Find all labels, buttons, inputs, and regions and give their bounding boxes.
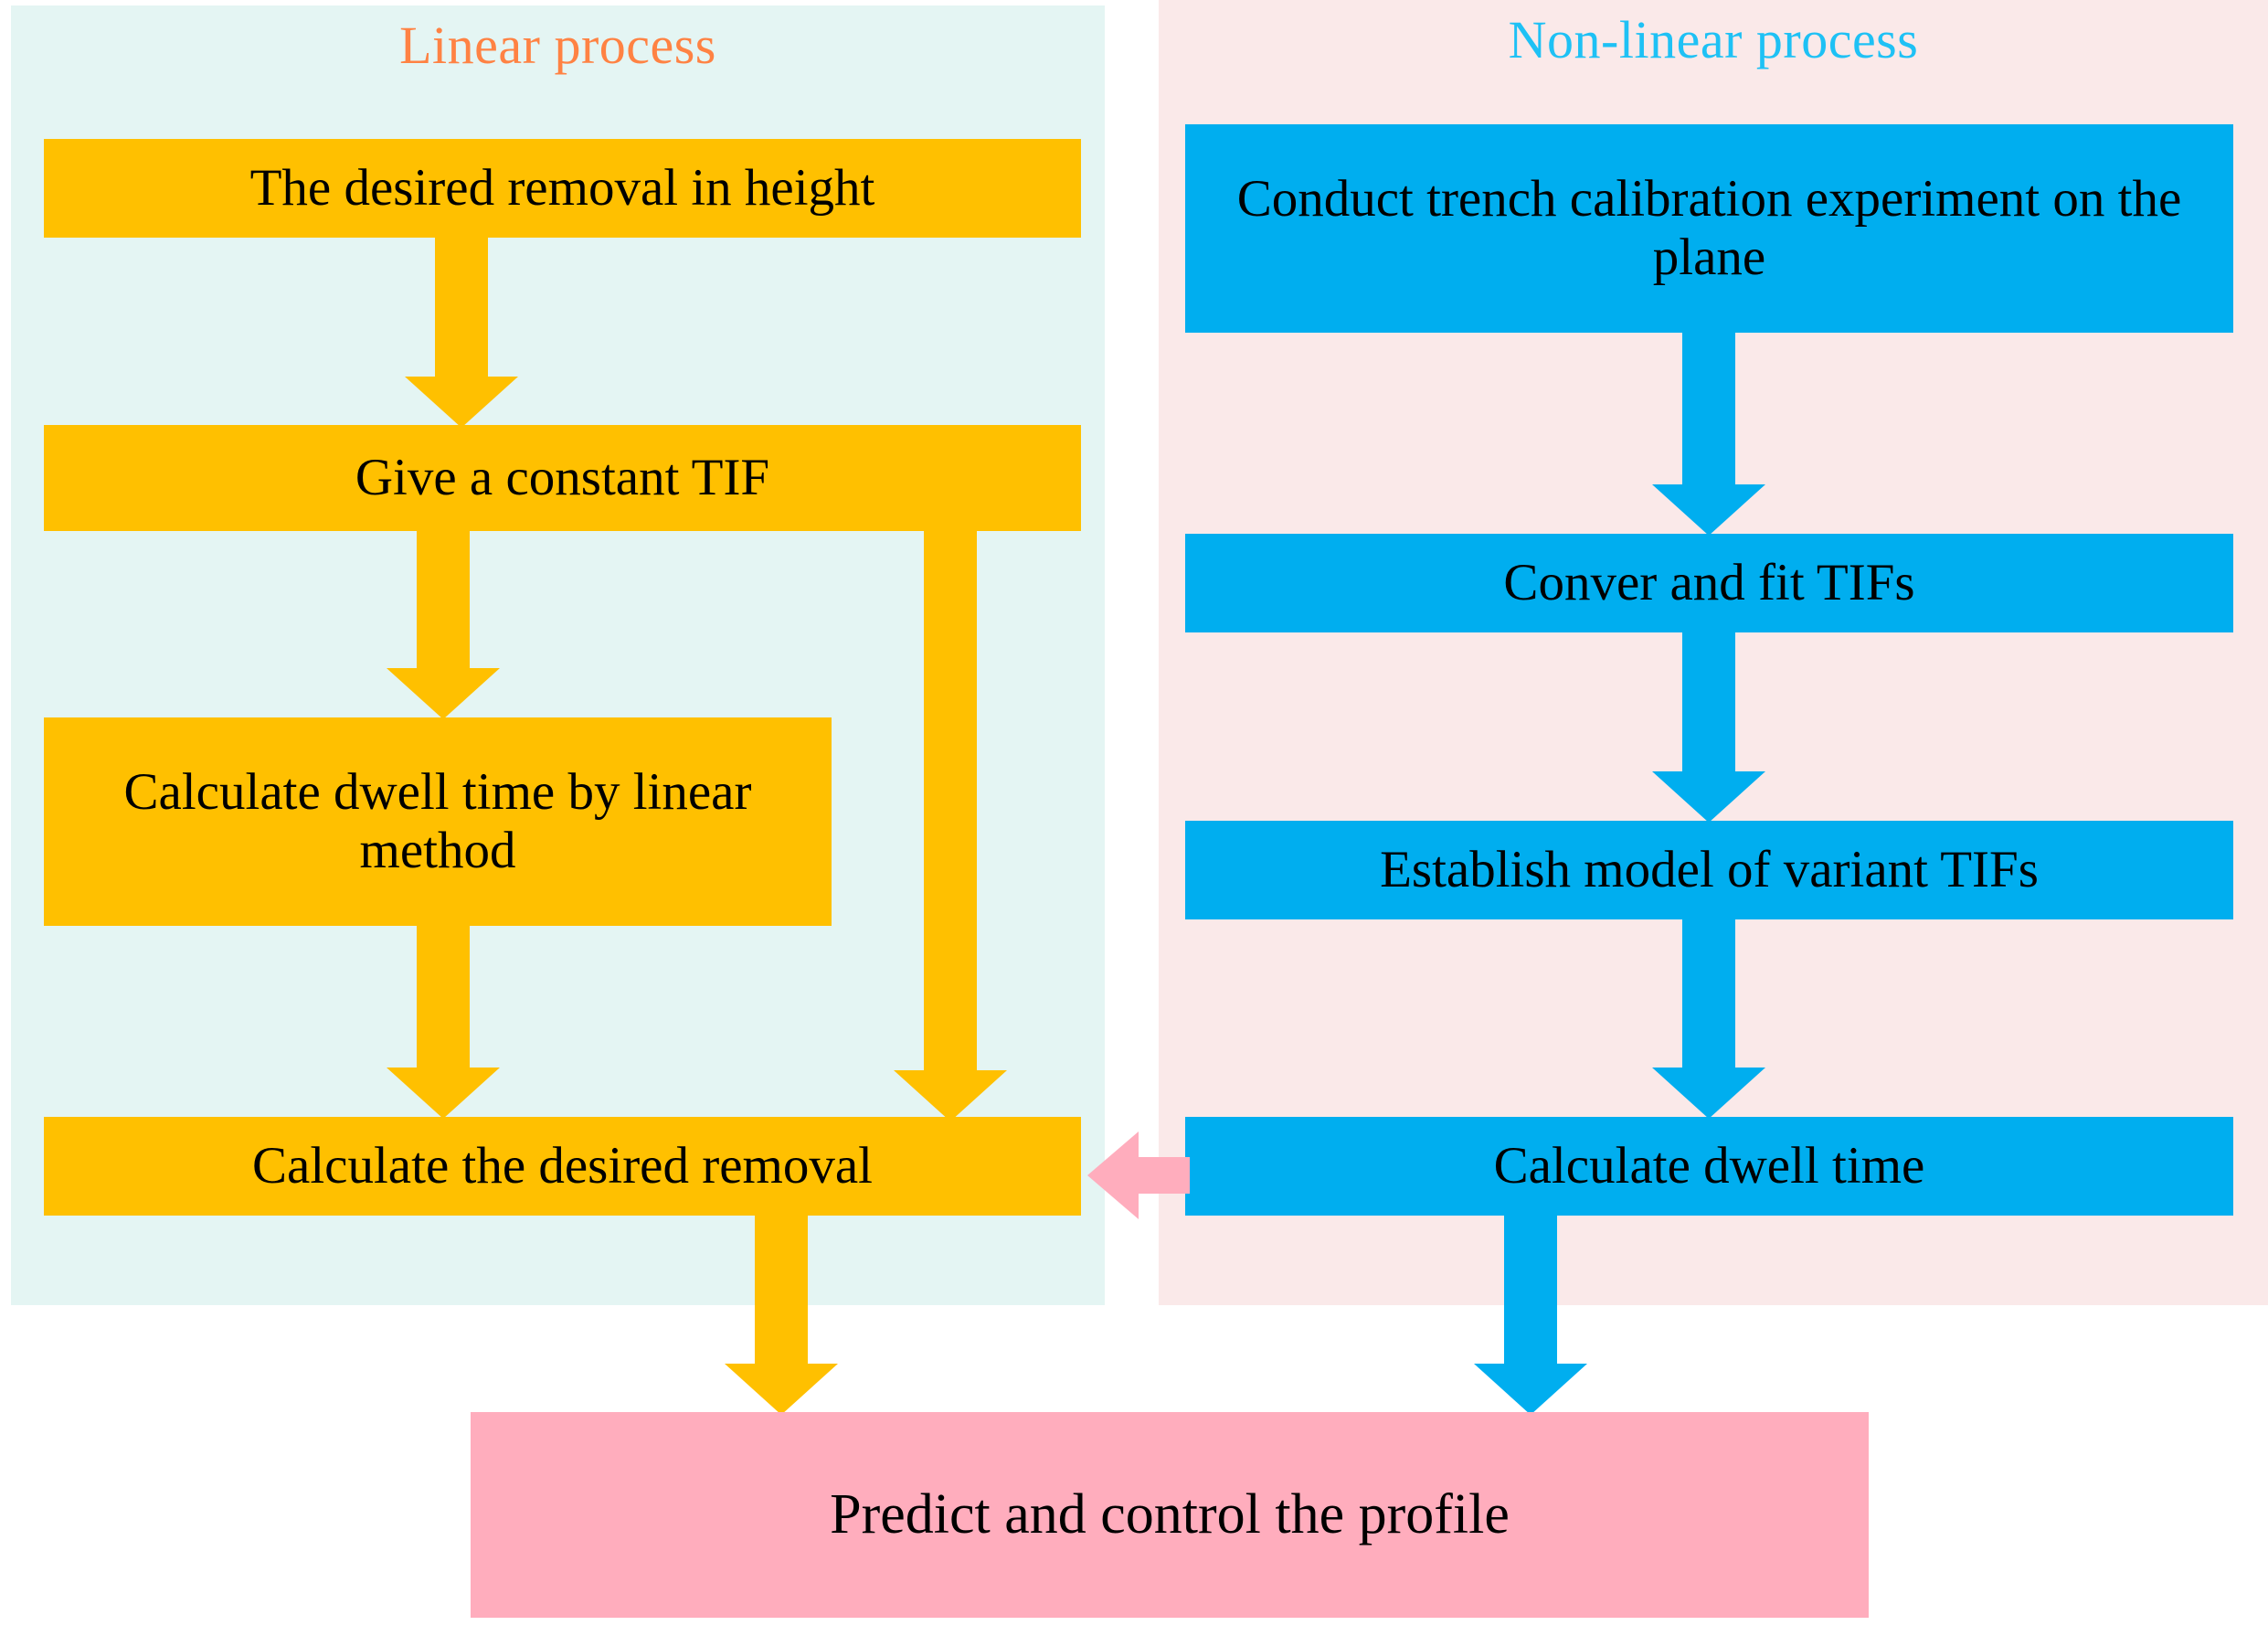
arrow-shaft: [924, 529, 977, 1072]
nonlinear-process-title: Non-linear process: [1508, 10, 1919, 69]
arrow-r3-to-r4: [1649, 918, 1768, 1119]
arrow-shaft: [755, 1214, 808, 1365]
arrow-head: [1474, 1364, 1587, 1415]
arrow-l1-to-l2: [402, 236, 521, 428]
arrow-head: [894, 1070, 1007, 1121]
step-calculate-dwell-time[interactable]: Calculate dwell time: [1185, 1117, 2233, 1216]
arrow-shaft: [1682, 918, 1735, 1069]
arrow-head: [1652, 484, 1765, 536]
arrow-shaft: [435, 236, 488, 378]
arrow-shaft: [1504, 1214, 1557, 1365]
arrow-shaft: [1682, 631, 1735, 773]
arrow-shaft: [1682, 331, 1735, 486]
arrow-r2-to-r3: [1649, 631, 1768, 823]
step-conver-and-fit-tifs[interactable]: Conver and fit TIFs: [1185, 534, 2233, 632]
step-conduct-trench-calibration-experiment[interactable]: Conduct trench calibration experiment on…: [1185, 124, 2233, 333]
step-predict-and-control-the-profile[interactable]: Predict and control the profile: [471, 1412, 1869, 1618]
arrow-l3-to-l4: [384, 924, 503, 1119]
arrow-head: [387, 1068, 500, 1119]
step-desired-removal-in-height[interactable]: The desired removal in height: [44, 139, 1081, 238]
arrow-head: [1652, 771, 1765, 823]
arrow-head: [405, 377, 518, 428]
linear-process-title: Linear process: [399, 16, 716, 75]
arrow-r4-to-l4-cross: [1087, 1131, 1190, 1219]
arrow-head: [1652, 1068, 1765, 1119]
arrow-l2-to-l3: [384, 529, 503, 719]
arrow-head: [387, 668, 500, 719]
arrow-l2-to-l4-branch: [891, 529, 1010, 1121]
step-calculate-the-desired-removal[interactable]: Calculate the desired removal: [44, 1117, 1081, 1216]
arrow-shaft: [417, 924, 470, 1069]
arrow-head-left: [1087, 1131, 1139, 1219]
arrow-l4-to-result: [722, 1214, 841, 1415]
arrow-head: [725, 1364, 838, 1415]
arrow-shaft: [1137, 1157, 1190, 1194]
step-calculate-dwell-time-linear[interactable]: Calculate dwell time by linear method: [44, 717, 832, 926]
arrow-r1-to-r2: [1649, 331, 1768, 536]
step-establish-model-of-variant-tifs[interactable]: Establish model of variant TIFs: [1185, 821, 2233, 919]
arrow-shaft: [417, 529, 470, 670]
step-give-a-constant-tif[interactable]: Give a constant TIF: [44, 425, 1081, 531]
arrow-r4-to-result: [1471, 1214, 1590, 1415]
